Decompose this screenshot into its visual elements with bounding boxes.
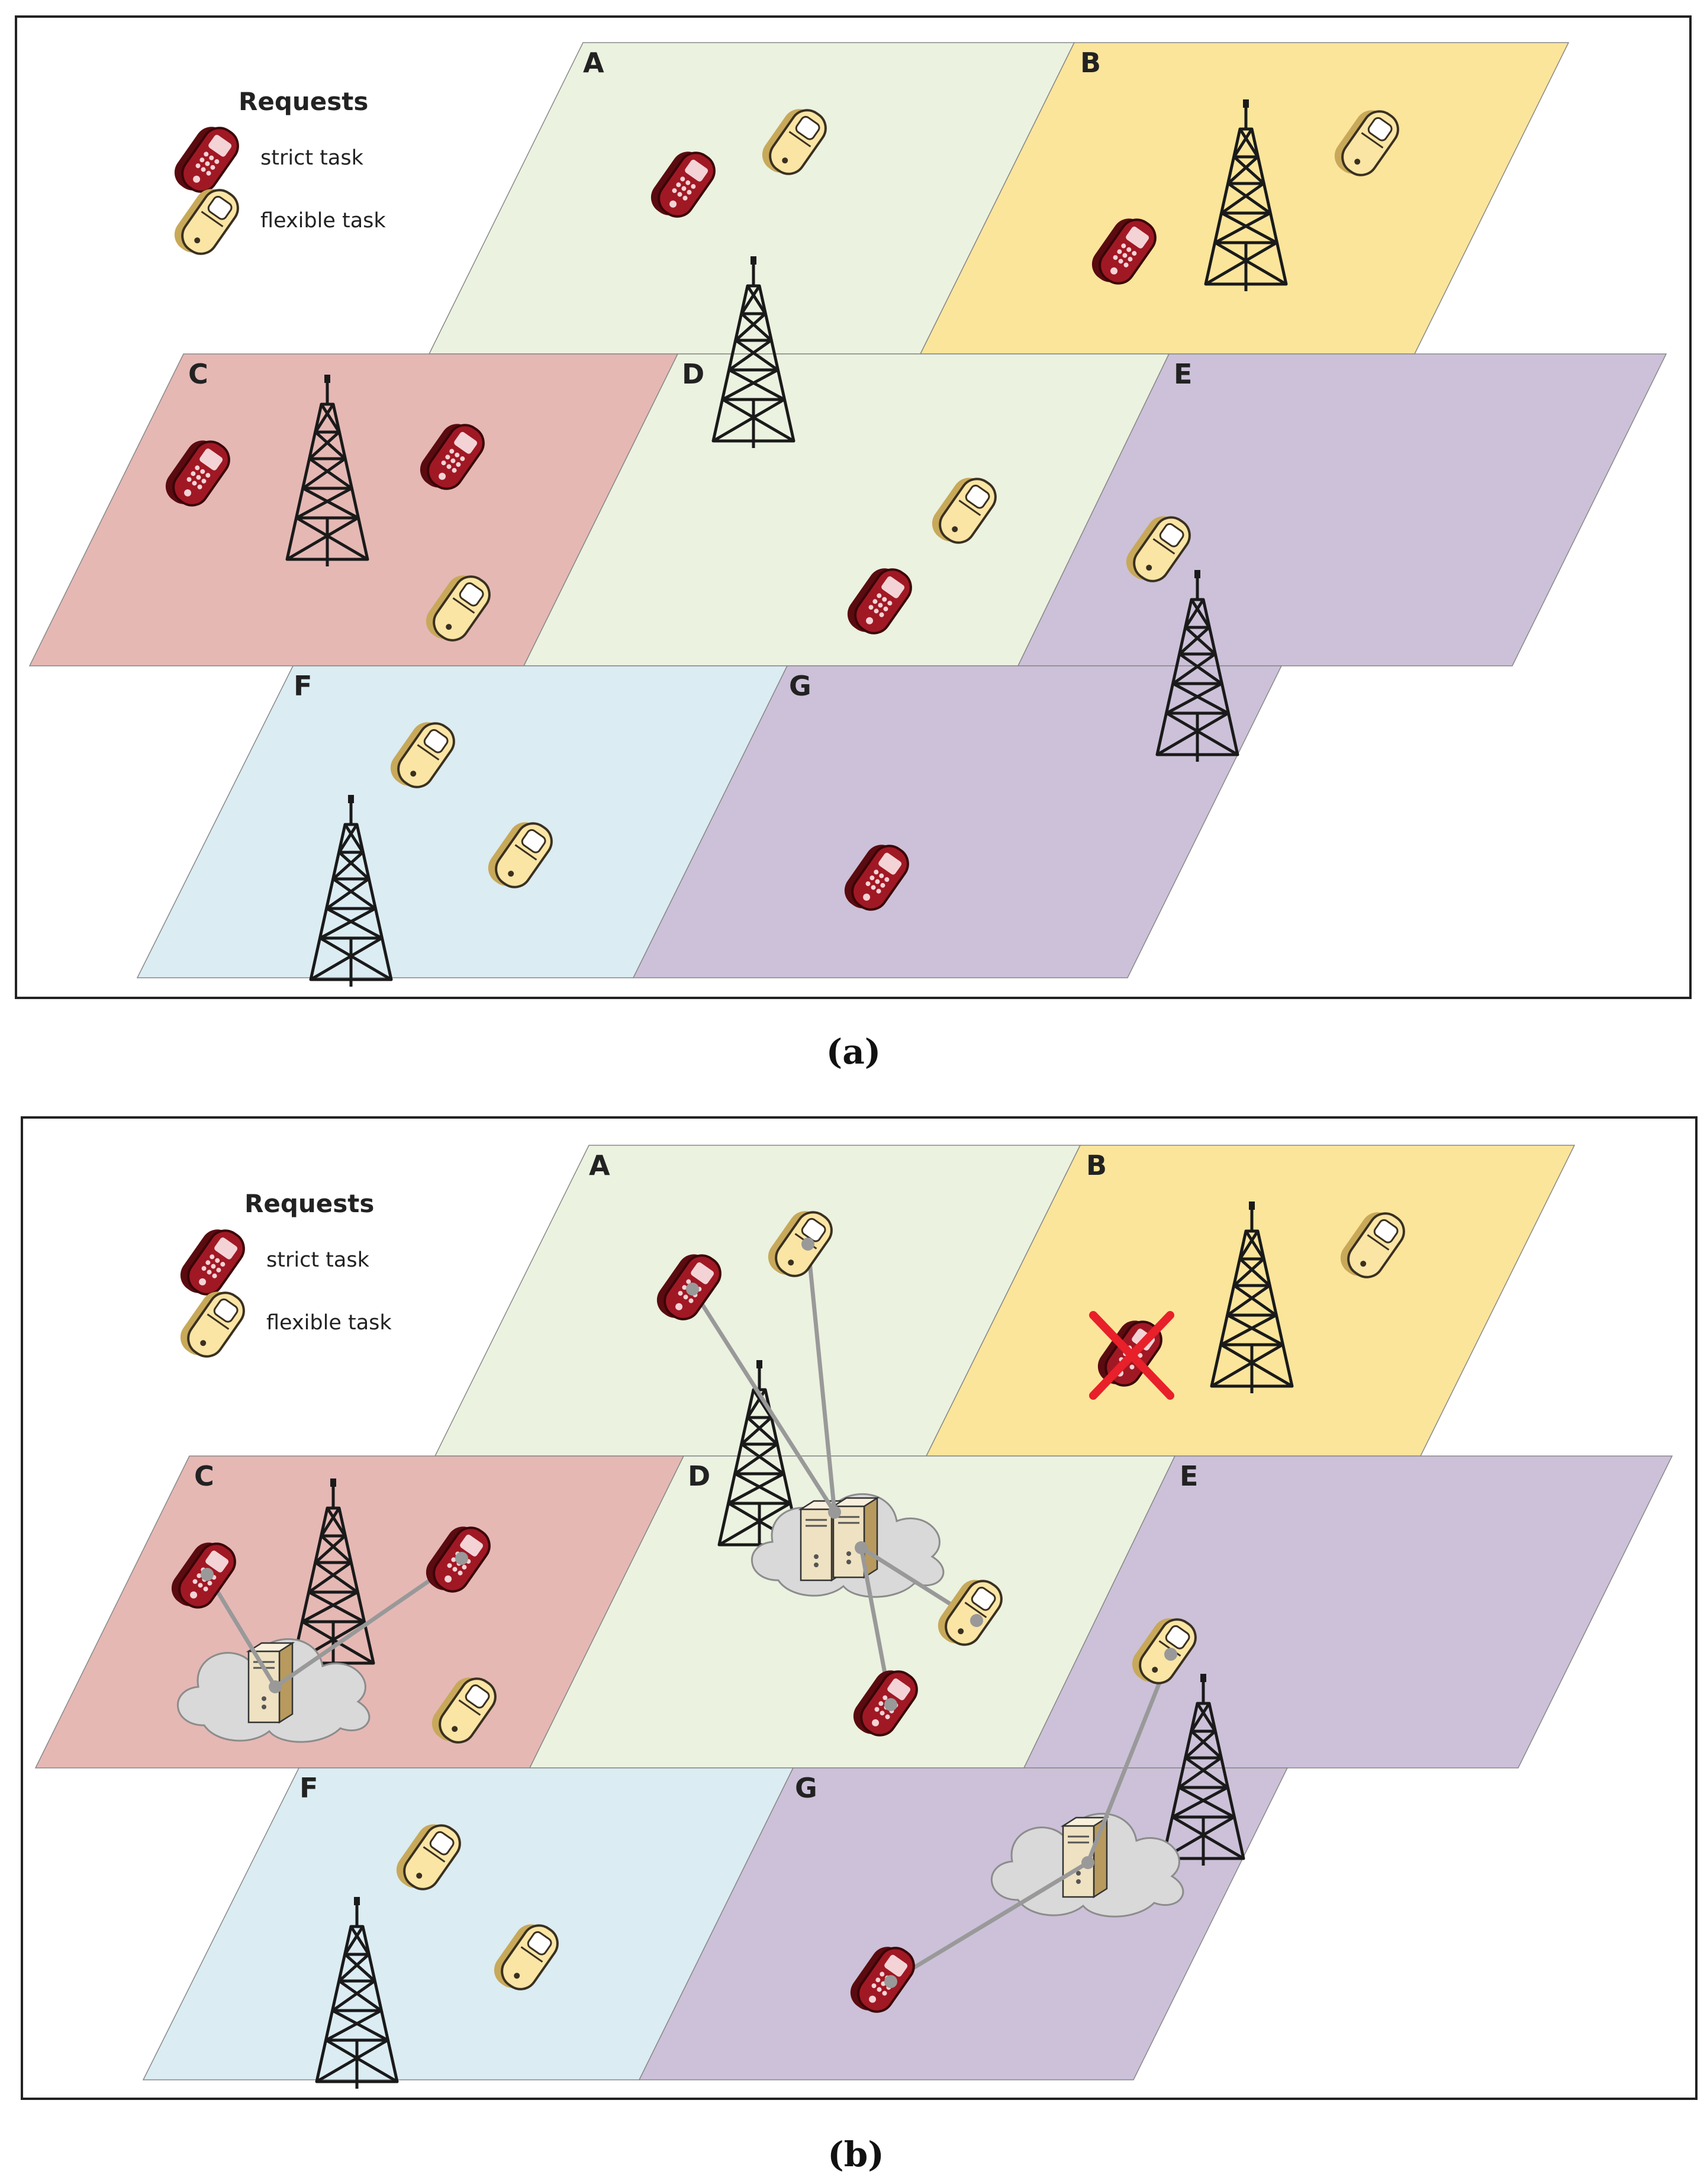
link-node xyxy=(686,1283,699,1296)
link-node xyxy=(1164,1648,1177,1661)
link-node xyxy=(855,1541,868,1554)
link-nodes xyxy=(201,1238,1177,1988)
zone-label-b-C: C xyxy=(194,1460,214,1492)
legend-a: Requests strict task flexible task xyxy=(166,87,386,265)
panel-a: A B C D E F G Requests strict task flexi… xyxy=(15,15,1692,1072)
link-node xyxy=(884,1975,897,1988)
zone-b-E xyxy=(1023,1455,1673,1769)
legend-flexible-label: flexible task xyxy=(260,209,386,233)
link-node xyxy=(269,1680,282,1693)
legend-flexible-phone-icon xyxy=(172,1281,252,1367)
link-node xyxy=(455,1552,468,1565)
legend-title: Requests xyxy=(239,87,368,116)
link-line xyxy=(888,1860,1090,1984)
caption-b: (b) xyxy=(827,2134,884,2175)
zone-label-a-C: C xyxy=(188,358,208,390)
link-line xyxy=(690,1287,837,1515)
link-node xyxy=(801,1238,814,1251)
zone-a-E xyxy=(1017,353,1667,666)
zone-label-a-B: B xyxy=(1080,47,1101,79)
zone-label-a-E: E xyxy=(1174,358,1192,390)
legend-flexible-phone-icon xyxy=(166,178,246,265)
link-line xyxy=(205,1572,278,1689)
link-line xyxy=(1086,1652,1173,1865)
zone-label-b-F: F xyxy=(299,1772,318,1804)
panel-b-frame xyxy=(21,1116,1698,2100)
legend-strict-label: strict task xyxy=(260,146,364,170)
zone-label-b-A: A xyxy=(589,1149,610,1181)
legend-strict-phone-icon xyxy=(172,1219,252,1305)
legend-b: Requests strict task flexible task xyxy=(172,1189,392,1367)
zone-label-b-G: G xyxy=(795,1772,817,1804)
link-node xyxy=(828,1506,841,1519)
link-node xyxy=(1081,1856,1094,1869)
zone-label-a-D: D xyxy=(682,358,704,390)
zone-label-a-G: G xyxy=(789,670,811,702)
zone-label-a-F: F xyxy=(294,670,312,702)
zone-label-b-D: D xyxy=(688,1460,710,1492)
zone-label-a-A: A xyxy=(583,47,604,79)
caption-a: (a) xyxy=(826,1032,881,1072)
zone-label-b-E: E xyxy=(1180,1460,1198,1492)
legend-strict-label: strict task xyxy=(266,1248,370,1272)
zone-label-b-B: B xyxy=(1086,1149,1107,1181)
legend-title: Requests xyxy=(244,1189,374,1218)
panel-b: A B C D E F G Requests strict task flexi… xyxy=(21,1116,1698,2175)
panel-a-frame xyxy=(15,15,1692,999)
link-line xyxy=(806,1242,837,1515)
link-node xyxy=(201,1568,214,1581)
link-node xyxy=(884,1698,897,1711)
legend-flexible-label: flexible task xyxy=(266,1311,392,1335)
zone-a-G xyxy=(632,665,1283,978)
link-node xyxy=(970,1614,983,1627)
legend-strict-phone-icon xyxy=(166,116,246,202)
